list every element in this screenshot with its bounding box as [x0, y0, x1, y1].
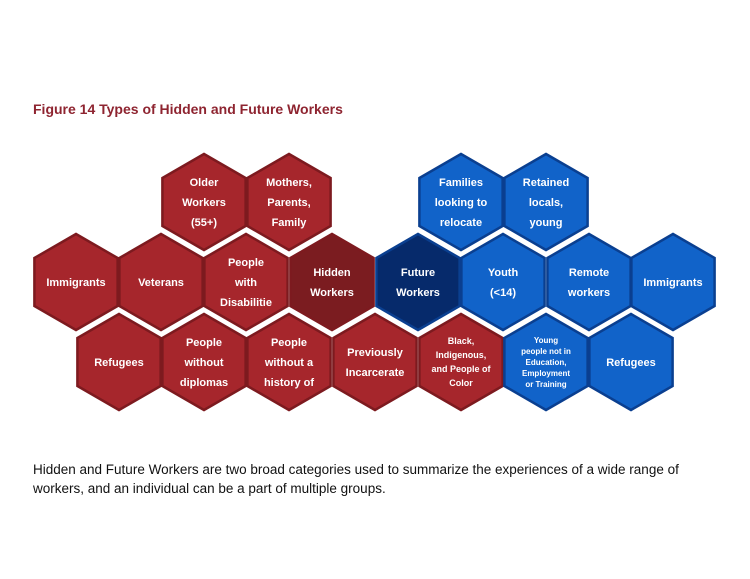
hex-young-neet-label-line: Young	[534, 336, 558, 345]
hex-families-relocate: Families looking to relocate	[418, 152, 504, 252]
hex-people-without-diplomas-label-line: diplomas	[180, 377, 228, 389]
hex-older-workers-shape	[161, 152, 247, 252]
hex-mothers-parents-family: Mothers, Parents, Family	[246, 152, 332, 252]
hex-retained-locals-label-line: Retained	[523, 177, 569, 189]
hex-immigrants-future-label-line: Immigrants	[643, 277, 702, 289]
hex-refugees-future-label-line: Refugees	[606, 357, 656, 369]
hex-future-workers-label-line: Workers	[396, 287, 440, 299]
hex-immigrants-hidden-shape	[33, 232, 119, 332]
hex-veterans: Veterans	[118, 232, 204, 332]
hex-older-workers-label-line: (55+)	[191, 217, 217, 229]
hex-people-without-history: People without a history of	[246, 312, 332, 412]
hex-mothers-parents-family-label-line: Mothers,	[266, 177, 312, 189]
hex-hidden-workers-label-line: Hidden	[313, 267, 351, 279]
hex-young-neet-shape	[503, 312, 589, 412]
hex-youth-label-line: Youth	[488, 267, 519, 279]
hex-immigrants-future-shape	[630, 232, 716, 332]
hex-older-workers-label-line: Older	[190, 177, 219, 189]
hex-young-neet-label-line: Employment	[522, 369, 570, 378]
hex-people-without-history-label-line: history of	[264, 377, 314, 389]
hex-refugees-future-shape	[588, 312, 674, 412]
hex-black-indigenous-poc-label-line: Indigenous,	[436, 350, 487, 360]
hex-refugees-hidden: Refugees	[76, 312, 162, 412]
hex-remote-workers-shape	[546, 232, 632, 332]
hex-youth-shape	[460, 232, 546, 332]
hex-young-neet-label-line: Education,	[526, 358, 567, 367]
hex-future-workers-label-line: Future	[401, 267, 435, 279]
hex-black-indigenous-poc-label-line: Black,	[448, 336, 475, 346]
hex-remote-workers-label-line: workers	[567, 287, 610, 299]
hex-remote-workers-label-line: Remote	[569, 267, 609, 279]
hex-future-workers-shape	[375, 232, 461, 332]
hex-people-without-history-label-line: without a	[264, 357, 314, 369]
figure-title: Figure 14 Types of Hidden and Future Wor…	[33, 101, 343, 117]
hex-people-with-disabilities-shape	[203, 232, 289, 332]
hex-families-relocate-label-line: relocate	[440, 217, 482, 229]
hex-black-indigenous-poc: Black, Indigenous, and People of Color	[418, 312, 504, 412]
hex-immigrants-future: Immigrants	[630, 232, 716, 332]
hex-retained-locals-shape	[503, 152, 589, 252]
hex-immigrants-hidden: Immigrants	[33, 232, 119, 332]
hex-remote-workers: Remote workers	[546, 232, 632, 332]
hex-veterans-label-line: Veterans	[138, 277, 184, 289]
hex-people-with-disabilities-label-line: People	[228, 257, 264, 269]
hex-black-indigenous-poc-label-line: Color	[449, 378, 473, 388]
hex-mothers-parents-family-shape	[246, 152, 332, 252]
hex-retained-locals: Retained locals, young	[503, 152, 589, 252]
hex-refugees-future: Refugees	[588, 312, 674, 412]
hex-people-with-disabilities-label-line: Disabilitie	[220, 297, 272, 309]
hex-previously-incarcerated-label-line: Incarcerate	[346, 367, 405, 379]
hex-refugees-hidden-shape	[76, 312, 162, 412]
hex-families-relocate-label-line: Families	[439, 177, 483, 189]
hex-young-neet-label-line: people not in	[521, 347, 571, 356]
hex-retained-locals-label-line: young	[530, 217, 563, 229]
hex-families-relocate-shape	[418, 152, 504, 252]
hex-veterans-shape	[118, 232, 204, 332]
hex-people-without-diplomas: People without diplomas	[161, 312, 247, 412]
hex-black-indigenous-poc-label-line: and People of	[431, 364, 491, 374]
hex-people-without-diplomas-label-line: People	[186, 337, 222, 349]
hex-older-workers-label-line: Workers	[182, 197, 226, 209]
hex-young-neet: Young people not in Education, Employment or…	[503, 312, 589, 412]
hex-young-neet-label-line: or Training	[525, 380, 566, 389]
hex-previously-incarcerated-shape	[332, 312, 418, 412]
hex-people-without-history-label-line: People	[271, 337, 307, 349]
hex-mothers-parents-family-label-line: Parents,	[267, 197, 310, 209]
hex-retained-locals-label-line: locals,	[529, 197, 563, 209]
hex-refugees-hidden-label-line: Refugees	[94, 357, 144, 369]
hex-youth: Youth (<14)	[460, 232, 546, 332]
hex-immigrants-hidden-label-line: Immigrants	[46, 277, 105, 289]
hex-hidden-workers-label-line: Workers	[310, 287, 354, 299]
hex-black-indigenous-poc-shape	[418, 312, 504, 412]
hex-mothers-parents-family-label-line: Family	[272, 217, 308, 229]
hex-hidden-workers-shape	[289, 232, 375, 332]
hex-people-without-diplomas-shape	[161, 312, 247, 412]
hex-people-without-diplomas-label-line: without	[183, 357, 223, 369]
hex-people-with-disabilities-label-line: with	[234, 277, 257, 289]
hex-people-without-history-shape	[246, 312, 332, 412]
hex-previously-incarcerated-label-line: Previously	[347, 347, 404, 359]
figure-caption: Hidden and Future Workers are two broad …	[33, 462, 679, 496]
hex-youth-label-line: (<14)	[490, 287, 516, 299]
hex-families-relocate-label-line: looking to	[435, 197, 488, 209]
